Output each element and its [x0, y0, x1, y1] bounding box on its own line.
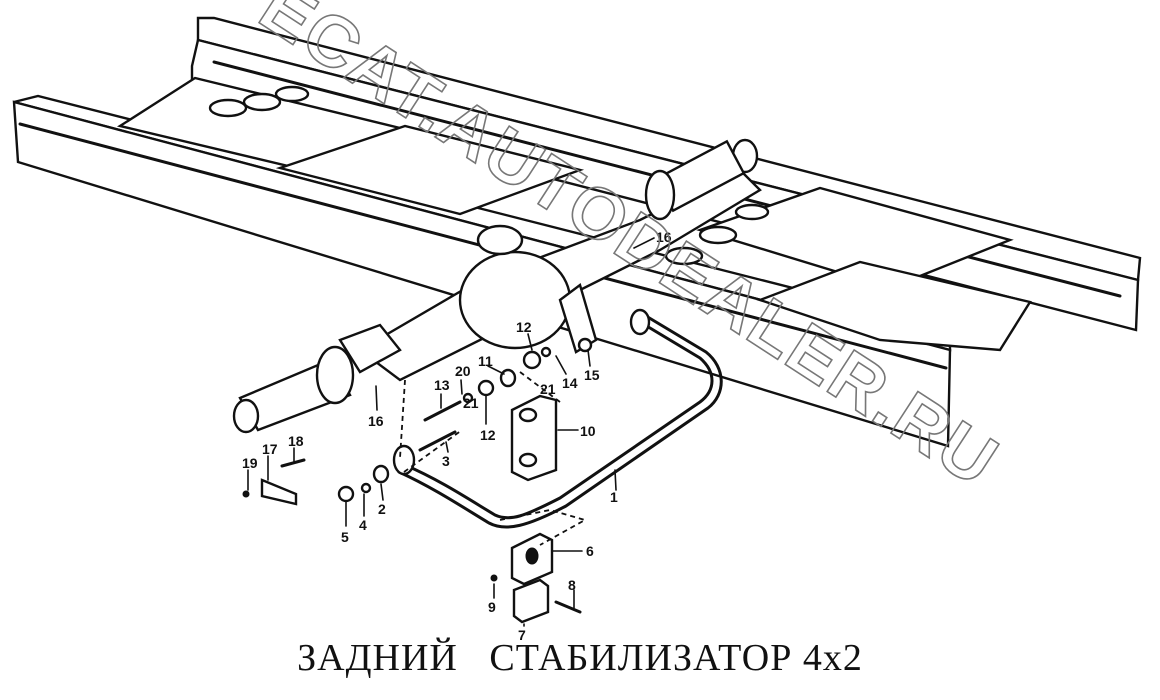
bar-end-eye-right — [629, 308, 651, 336]
callout-numbers: 1 2 3 4 5 6 7 8 9 10 11 12 12 13 14 15 1… — [242, 229, 672, 643]
mounting-plate — [260, 478, 298, 506]
washer-4 — [360, 482, 372, 494]
callout-8: 8 — [568, 577, 576, 593]
callout-14: 14 — [562, 375, 578, 391]
callout-12-upper: 12 — [516, 319, 532, 335]
washer-21-right — [540, 346, 552, 358]
callout-3: 3 — [442, 453, 450, 469]
cross-member-2 — [275, 124, 585, 216]
bolt-18 — [280, 458, 306, 468]
hardware — [242, 282, 598, 624]
upper-bracket — [558, 282, 598, 354]
leader-lines — [247, 237, 655, 627]
washer-21-left — [462, 392, 474, 404]
nut-12-lower — [477, 379, 495, 397]
diagram-title: ЗАДНИЙ СТАБИЛИЗАТОР 4x2 — [297, 637, 863, 679]
callout-18: 18 — [288, 433, 304, 449]
bolt-13 — [423, 400, 462, 422]
cross-member-3 — [664, 186, 1014, 290]
link-bracket — [510, 394, 558, 482]
bushing-11 — [499, 368, 517, 388]
axle-hub-left — [232, 323, 402, 434]
nut-9 — [490, 574, 498, 582]
bolt-8 — [554, 600, 582, 614]
bar-clamp — [510, 532, 554, 586]
rear-axle — [232, 138, 762, 434]
assembly-lines — [399, 371, 588, 546]
stabilizer-bar — [392, 308, 723, 529]
callout-12-lower: 12 — [480, 427, 496, 443]
axle-hub-right — [644, 138, 759, 221]
callout-15: 15 — [584, 367, 600, 383]
callout-16-left: 16 — [368, 413, 384, 429]
bolt-3 — [418, 430, 457, 452]
callout-9: 9 — [488, 599, 496, 615]
callout-16-right: 16 — [656, 229, 672, 245]
bar-bracket — [512, 578, 550, 624]
callout-7: 7 — [518, 627, 526, 643]
callout-1: 1 — [610, 489, 618, 505]
cross-member-4 — [756, 260, 1032, 352]
bushing-12-upper — [522, 350, 542, 370]
callout-21-left: 21 — [463, 395, 479, 411]
callout-13: 13 — [434, 377, 450, 393]
callout-2: 2 — [378, 501, 386, 517]
nut-5 — [337, 485, 355, 503]
callout-5: 5 — [341, 529, 349, 545]
callout-20: 20 — [455, 363, 471, 379]
callout-6: 6 — [586, 543, 594, 559]
bushing-2 — [372, 464, 390, 484]
callout-19: 19 — [242, 455, 258, 471]
nut-19 — [242, 490, 250, 498]
callout-21-right: 21 — [540, 381, 556, 397]
bar-end-eye-left — [392, 444, 416, 476]
callout-10: 10 — [580, 423, 596, 439]
callout-11: 11 — [478, 353, 493, 369]
callout-4: 4 — [359, 517, 367, 533]
callout-17: 17 — [262, 441, 278, 457]
